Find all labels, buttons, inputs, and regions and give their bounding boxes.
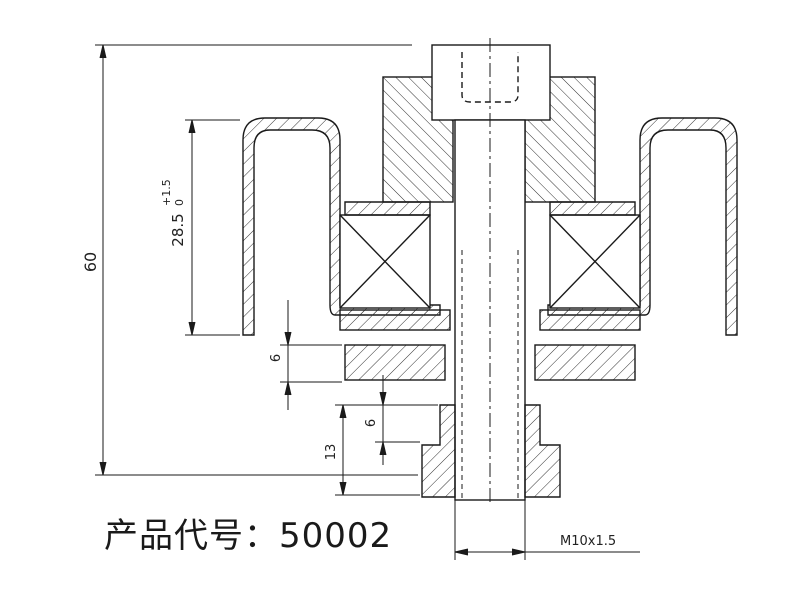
bearing-right-cross-b — [549, 214, 641, 309]
hub-base-left — [339, 309, 451, 331]
dim-label-m10: M10x1.5 — [560, 534, 616, 549]
product-code-caption: 产品代号：50002 — [104, 516, 393, 556]
dimension-lines — [95, 44, 640, 560]
pulley-cup-right — [547, 117, 738, 336]
dim-60-arrow-bottom — [99, 461, 107, 476]
dim-6-nut-arrow-top — [379, 391, 387, 406]
dim-label-6-nut: 6 — [364, 419, 379, 427]
hub-base-right — [539, 309, 641, 331]
washer-right — [534, 344, 636, 381]
bolt — [431, 38, 551, 505]
dim-6-washer-arrow-bottom — [284, 381, 292, 396]
dim-6-washer-arrow-top — [284, 331, 292, 346]
dim-label-285-tol-lower: 0 — [173, 199, 186, 206]
dim-label-285: 28.5 — [169, 213, 187, 246]
washer-left — [344, 344, 446, 381]
dim-6-nut-arrow-bottom — [379, 441, 387, 456]
flange-nut-right — [524, 404, 561, 498]
dim-label-60: 60 — [81, 252, 100, 272]
bearing-left-cross-b — [339, 214, 431, 309]
dim-m10-arrow-right — [511, 548, 526, 556]
dim-60-arrow-top — [99, 44, 107, 59]
seal-left — [344, 201, 431, 216]
dim-label-285-tol-upper: +1.5 — [160, 179, 173, 206]
washer — [344, 344, 636, 381]
dim-13-arrow-bottom — [339, 481, 347, 496]
dim-285-arrow-top — [188, 119, 196, 134]
seal-right — [549, 201, 636, 216]
flange-nut-left — [421, 404, 456, 498]
bolt-head — [431, 44, 551, 121]
dim-m10-arrow-left — [454, 548, 469, 556]
flange-nut — [421, 404, 561, 498]
dim-285-arrow-bottom — [188, 321, 196, 336]
dim-13-arrow-top — [339, 404, 347, 419]
dimension-labels: 60 28.5 +1.5 0 6 6 13 M10x1.5 — [81, 179, 616, 549]
bearings — [339, 201, 641, 309]
dim-label-13: 13 — [324, 444, 339, 461]
dim-label-285-group: 28.5 +1.5 0 — [160, 179, 187, 246]
dim-label-6-washer: 6 — [269, 354, 284, 362]
